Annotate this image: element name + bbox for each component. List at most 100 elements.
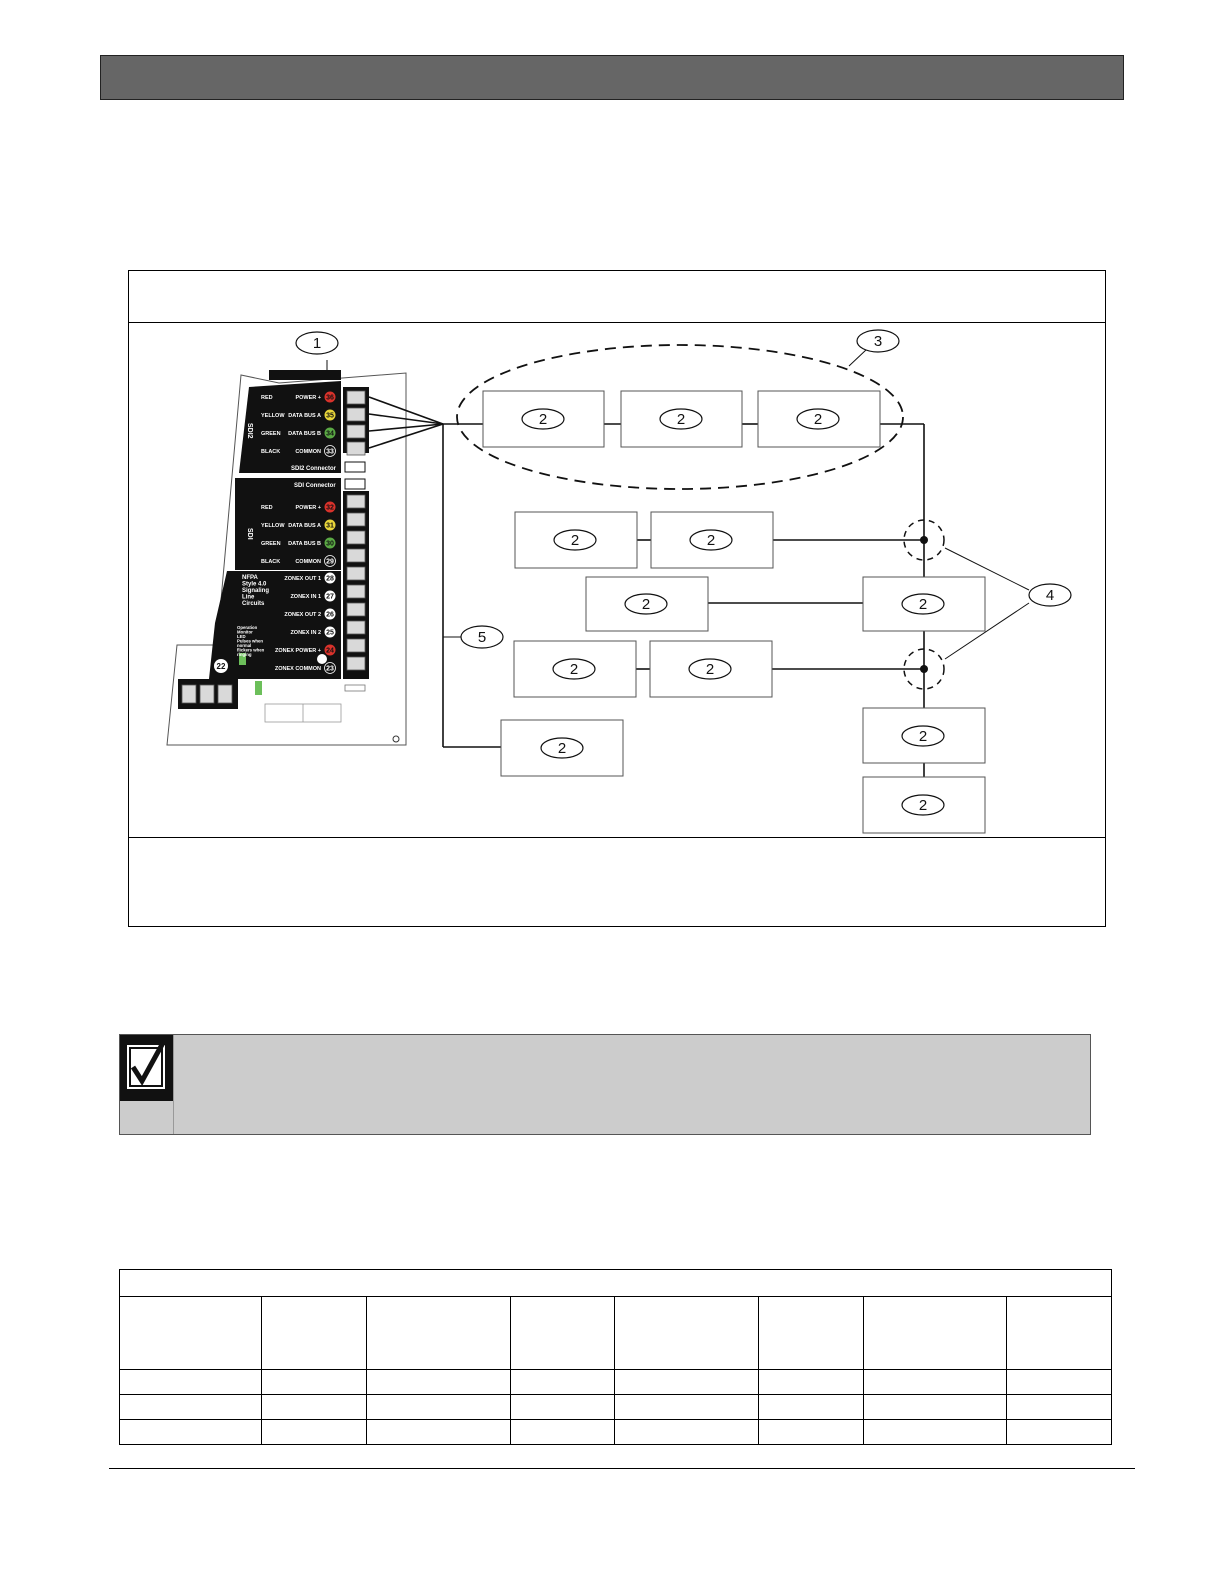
sdi-signal-label: DATA BUS A	[288, 523, 321, 529]
zonex-signal-label: ZONEX OUT 2	[284, 612, 321, 618]
sdi2-signal-label: POWER +	[295, 395, 321, 401]
sdi2-terminal-dot	[324, 409, 336, 421]
junction-node	[920, 536, 928, 544]
zonex-signal-label: ZONEX COMMON	[275, 666, 321, 672]
note-divider	[173, 1035, 174, 1134]
sdi2-tab-label: SDI2	[246, 423, 253, 439]
module-callout-number: 2	[539, 411, 547, 428]
callout-3: 3	[856, 329, 900, 353]
module-callout-ellipse	[540, 737, 584, 759]
module-callout-ellipse	[552, 658, 596, 680]
module-group-ellipse	[456, 344, 904, 490]
module-callout-number: 2	[558, 740, 566, 757]
zonex-terminal-dot	[324, 626, 336, 638]
module-callout-number: 2	[570, 661, 578, 678]
module-callout-2: 2	[901, 794, 945, 816]
sdi2-wire-color: YELLOW	[261, 413, 285, 419]
junction-marker	[903, 648, 945, 690]
module-callout-number: 2	[919, 728, 927, 745]
terminal-22-dot	[214, 659, 228, 673]
sdi2-signal-label: COMMON	[295, 449, 321, 455]
sdi2-wire-color: GREEN	[261, 431, 281, 437]
zonex-terminal-dot	[324, 662, 336, 674]
nfpa-label-line: Style 4.0	[242, 582, 267, 588]
led-label-line: Pulses when	[237, 639, 263, 644]
sdi2-connector-label: SDI2 Connector	[291, 466, 337, 472]
zonex-terminal-number: 23	[326, 666, 334, 673]
table-header-row	[119, 1296, 1112, 1370]
sdi2-wire-color: RED	[261, 395, 273, 401]
sdi-signal-label: POWER +	[295, 505, 321, 511]
module-callout-2: 2	[552, 658, 596, 680]
section-header-bar	[100, 55, 1124, 100]
sdi-signal-label: DATA BUS B	[288, 541, 321, 547]
module-box	[757, 390, 881, 448]
module-box	[862, 576, 986, 632]
module-callout-number: 2	[919, 797, 927, 814]
sdi2-signal-label: DATA BUS B	[288, 431, 321, 437]
sdi-terminal-number: 31	[326, 523, 334, 530]
checkbox-check-icon	[120, 1035, 173, 1101]
sdi-signal-label: COMMON	[295, 559, 321, 565]
module-callout-number: 2	[677, 411, 685, 428]
table-title-row	[119, 1269, 1112, 1297]
table-row	[119, 1394, 1112, 1420]
led-label-line: normal	[237, 643, 251, 648]
callout-leaders	[326, 348, 1030, 660]
callout-3-label: 3	[874, 333, 882, 350]
sdi-tab-label: SDI	[246, 528, 253, 540]
nfpa-label-line: Circuits	[242, 601, 265, 607]
module-callout-2: 2	[624, 593, 668, 615]
sdi2-terminal-number: 35	[326, 413, 334, 420]
module-callout-ellipse	[901, 794, 945, 816]
module-callout-ellipse	[901, 593, 945, 615]
module-callout-2: 2	[689, 529, 733, 551]
sdi2-terminal-dot	[324, 427, 336, 439]
sdi-wire-color: BLACK	[261, 559, 280, 565]
zonex-signal-label: ZONEX POWER +	[275, 648, 321, 654]
sdi-wire-color: YELLOW	[261, 523, 285, 529]
module-callout-2: 2	[796, 408, 840, 430]
module-callout-number: 2	[642, 596, 650, 613]
zonex-terminal-dot	[324, 644, 336, 656]
module-callout-ellipse	[901, 725, 945, 747]
module-callout-ellipse	[688, 658, 732, 680]
sdi-label-panel	[235, 478, 341, 570]
spec-table-container	[119, 1269, 1112, 1445]
sdi2-label-panel	[239, 381, 341, 473]
module-callout-ellipse	[659, 408, 703, 430]
module-callouts: 2 2 2 2 2 2 2 2 2 2 2 2	[521, 408, 945, 816]
note-box	[119, 1034, 1091, 1135]
terminal-screws	[346, 390, 366, 671]
sdi2-signal-label: DATA BUS A	[288, 413, 321, 419]
module-callout-2: 2	[901, 725, 945, 747]
zonex-terminal-number: 25	[326, 630, 334, 637]
callout-4: 4	[1028, 583, 1072, 607]
zonex-signal-label: ZONEX IN 2	[290, 630, 321, 636]
module-callout-number: 2	[919, 596, 927, 613]
module-callout-2: 2	[688, 658, 732, 680]
callout-5: 5	[460, 625, 504, 649]
operation-led-legend	[239, 653, 246, 665]
module-callout-ellipse	[624, 593, 668, 615]
module-callout-2: 2	[540, 737, 584, 759]
sdi-connector-header	[344, 478, 366, 490]
sdi2-terminal-number: 33	[326, 449, 334, 456]
sdi-terminal-dot	[324, 537, 336, 549]
module-callout-number: 2	[706, 661, 714, 678]
sdi2-terminal-number: 34	[326, 431, 334, 438]
module-callout-ellipse	[521, 408, 565, 430]
zonex-signal-label: ZONEX IN 1	[290, 594, 321, 600]
led-label-line: Monitor	[237, 630, 253, 635]
sdi2-terminal-dot	[324, 391, 336, 403]
table-row	[119, 1369, 1112, 1395]
module-callout-number: 2	[571, 532, 579, 549]
module-callout-2: 2	[659, 408, 703, 430]
table-row	[119, 1419, 1112, 1445]
led-label-line: flickers when	[237, 648, 265, 653]
